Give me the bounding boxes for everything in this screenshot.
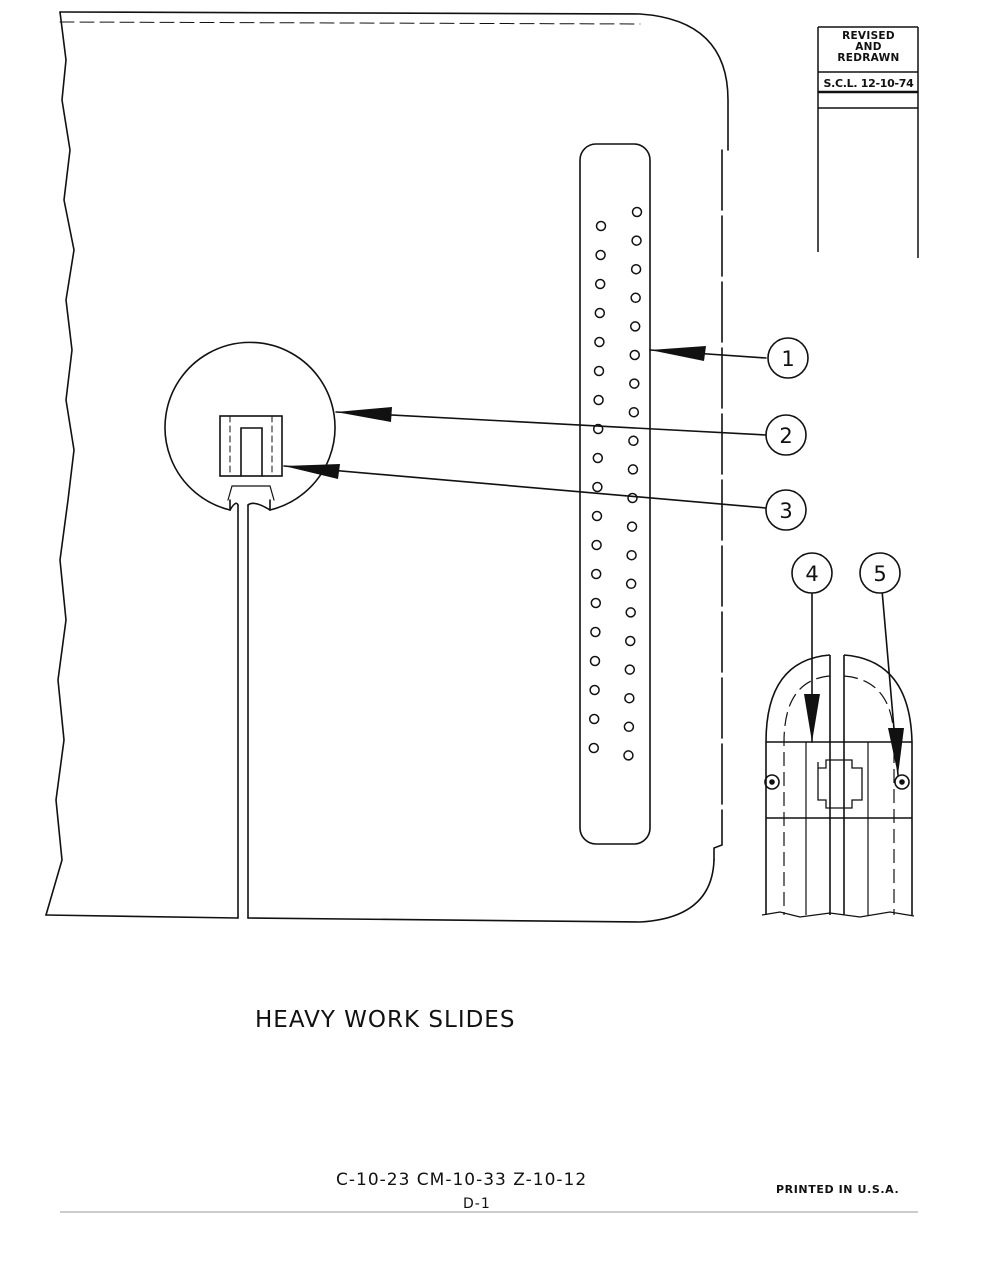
callout-circle-2 bbox=[765, 414, 807, 456]
clip-notch bbox=[240, 427, 263, 477]
pin-hole bbox=[625, 578, 637, 590]
pin-hole bbox=[591, 539, 602, 551]
printed-note: PRINTED IN U.S.A. bbox=[776, 1183, 900, 1196]
pin-hole bbox=[629, 378, 640, 389]
pin-hole bbox=[589, 655, 601, 667]
arrow-2 bbox=[336, 407, 392, 422]
callout-label-1: 1 bbox=[781, 347, 794, 371]
pin-hole bbox=[625, 635, 636, 647]
pin-hole bbox=[631, 206, 643, 218]
pin-hole bbox=[630, 263, 642, 275]
pin-hole bbox=[593, 365, 605, 377]
pin-hole bbox=[624, 692, 635, 704]
plate-right-edge bbox=[713, 149, 723, 861]
pin-strip bbox=[579, 143, 651, 845]
leader-3 bbox=[283, 465, 767, 509]
pin-hole bbox=[594, 307, 606, 319]
pin-hole bbox=[590, 568, 602, 580]
pin-hole bbox=[592, 481, 603, 493]
arrow-5 bbox=[888, 728, 904, 775]
slide-detail-view bbox=[761, 654, 915, 918]
plate-outline bbox=[59, 11, 729, 151]
callout-circle-1 bbox=[767, 337, 809, 379]
pin-hole bbox=[591, 510, 603, 522]
detail-clip bbox=[817, 759, 863, 809]
detail-left-arch bbox=[765, 654, 831, 915]
pin-hole bbox=[629, 321, 641, 332]
pin-hole bbox=[630, 292, 641, 304]
pin-hole bbox=[592, 452, 604, 464]
plate-bottom-left bbox=[45, 914, 239, 919]
callout-circle-3 bbox=[765, 489, 807, 531]
pin-hole bbox=[588, 742, 600, 754]
detail-screw-right bbox=[894, 774, 910, 790]
plate-right-lower bbox=[247, 859, 715, 923]
plate-broken-edge bbox=[45, 11, 75, 916]
pin-hole bbox=[624, 664, 636, 675]
pin-hole bbox=[593, 394, 604, 406]
revision-line-1: REVISED bbox=[842, 30, 895, 42]
pin-hole bbox=[623, 721, 635, 733]
pin-hole bbox=[625, 607, 636, 618]
pin-hole bbox=[595, 249, 606, 261]
revision-line-2: AND bbox=[855, 41, 882, 53]
pin-hole bbox=[627, 492, 638, 504]
leader-2 bbox=[335, 411, 767, 436]
plate-dashed-top bbox=[59, 21, 641, 25]
pin-hole bbox=[592, 423, 604, 435]
detail-broken-bottom bbox=[761, 911, 915, 918]
pin-hole bbox=[595, 220, 607, 232]
callout-label-5: 5 bbox=[873, 562, 886, 586]
callout-label-4: 4 bbox=[805, 562, 818, 586]
pin-hole bbox=[589, 684, 600, 696]
pin-hole bbox=[588, 713, 600, 725]
pin-hole bbox=[626, 549, 637, 561]
arrow-3 bbox=[284, 464, 340, 479]
drawing-title: HEAVY WORK SLIDES bbox=[255, 1007, 516, 1033]
pin-hole bbox=[623, 750, 634, 761]
detail-circle bbox=[164, 341, 336, 512]
arrow-1 bbox=[650, 346, 706, 361]
page-number: D-1 bbox=[463, 1196, 491, 1212]
callout-label-3: 3 bbox=[779, 499, 792, 523]
detail-screw-left bbox=[764, 774, 780, 790]
clip-body bbox=[219, 415, 283, 477]
detail-circle-bottom bbox=[229, 502, 271, 511]
callout-circle-4 bbox=[791, 552, 833, 594]
pin-hole bbox=[590, 597, 602, 609]
pin-hole bbox=[627, 464, 639, 475]
detail-right-arch bbox=[843, 654, 913, 915]
pin-hole bbox=[628, 406, 640, 418]
arrow-4 bbox=[804, 694, 820, 742]
callout-circle-5 bbox=[859, 552, 901, 594]
revision-box: REVISED AND REDRAWN S.C.L. 12-10-74 bbox=[817, 27, 920, 252]
pin-hole bbox=[631, 235, 642, 246]
revision-line-3: REDRAWN bbox=[837, 52, 900, 64]
revision-signature: S.C.L. 12-10-74 bbox=[823, 77, 914, 90]
pin-hole bbox=[629, 349, 640, 361]
part-numbers: C-10-23 CM-10-33 Z-10-12 bbox=[336, 1170, 588, 1190]
pin-hole bbox=[590, 626, 601, 638]
pin-hole bbox=[594, 278, 606, 290]
pin-hole bbox=[594, 336, 605, 348]
callout-label-2: 2 bbox=[779, 424, 792, 448]
pin-hole bbox=[628, 435, 639, 447]
pin-hole bbox=[626, 521, 638, 532]
